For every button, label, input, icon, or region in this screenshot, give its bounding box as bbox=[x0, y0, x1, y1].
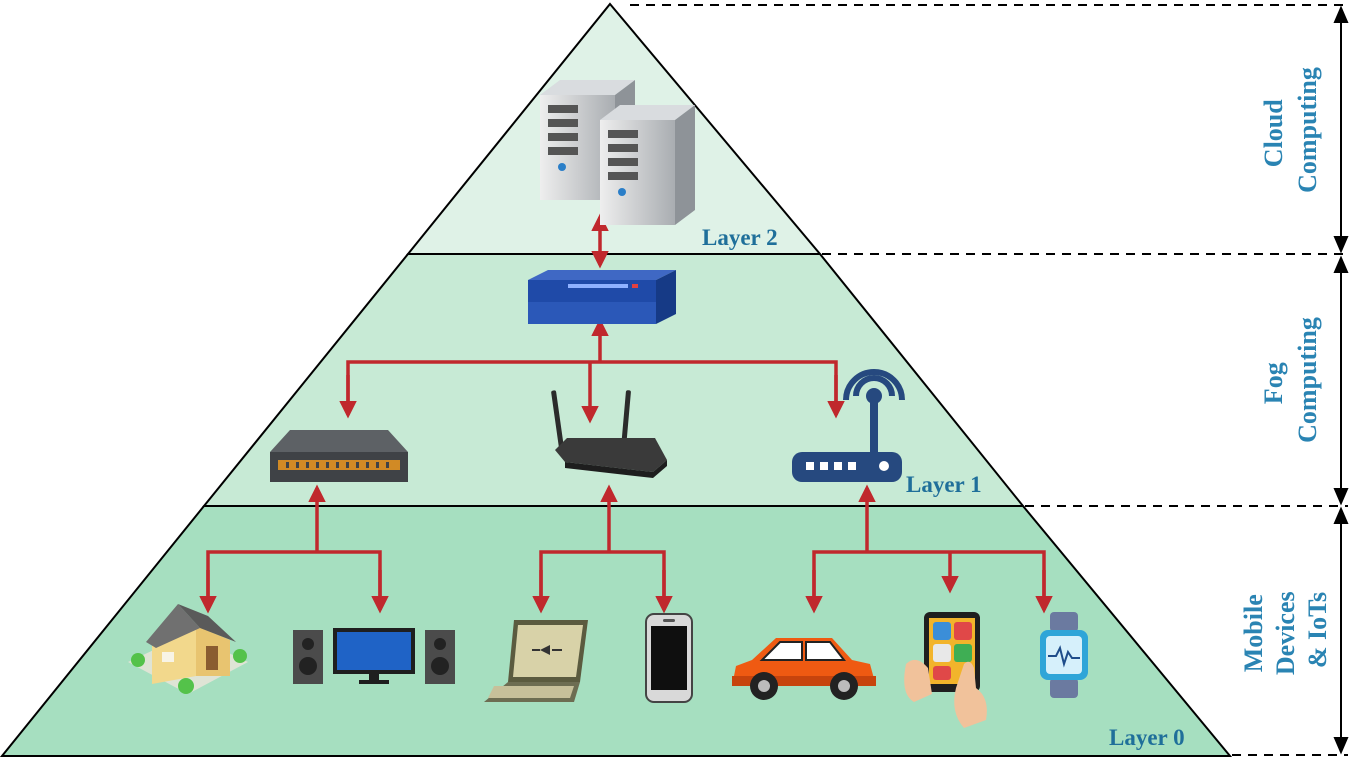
laptop-icon bbox=[484, 620, 588, 702]
smartphone-icon bbox=[645, 613, 693, 703]
layer-2-label: Layer 2 bbox=[702, 225, 778, 250]
mobile-devices-iots-label: Mobile Devices & IoTs bbox=[1239, 585, 1332, 675]
wireless-access-point-icon bbox=[792, 369, 905, 482]
fog-computing-label: Fog Computing bbox=[1259, 317, 1322, 443]
house-icon bbox=[128, 604, 248, 694]
wifi-router-icon bbox=[551, 390, 667, 478]
car-icon bbox=[732, 638, 876, 700]
tablet-icon bbox=[904, 612, 987, 728]
server-icon bbox=[600, 105, 695, 225]
ethernet-switch-icon bbox=[270, 430, 408, 482]
cloud-computing-label: Cloud Computing bbox=[1259, 67, 1322, 193]
network-switch-icon bbox=[528, 270, 676, 324]
smartwatch-icon bbox=[1040, 612, 1088, 698]
layer-0-label: Layer 0 bbox=[1109, 725, 1185, 750]
range-arrows bbox=[1333, 5, 1349, 755]
desktop-computer-icon bbox=[293, 628, 455, 684]
dashed-guides bbox=[630, 4, 1348, 756]
layer-1-label: Layer 1 bbox=[906, 472, 982, 497]
